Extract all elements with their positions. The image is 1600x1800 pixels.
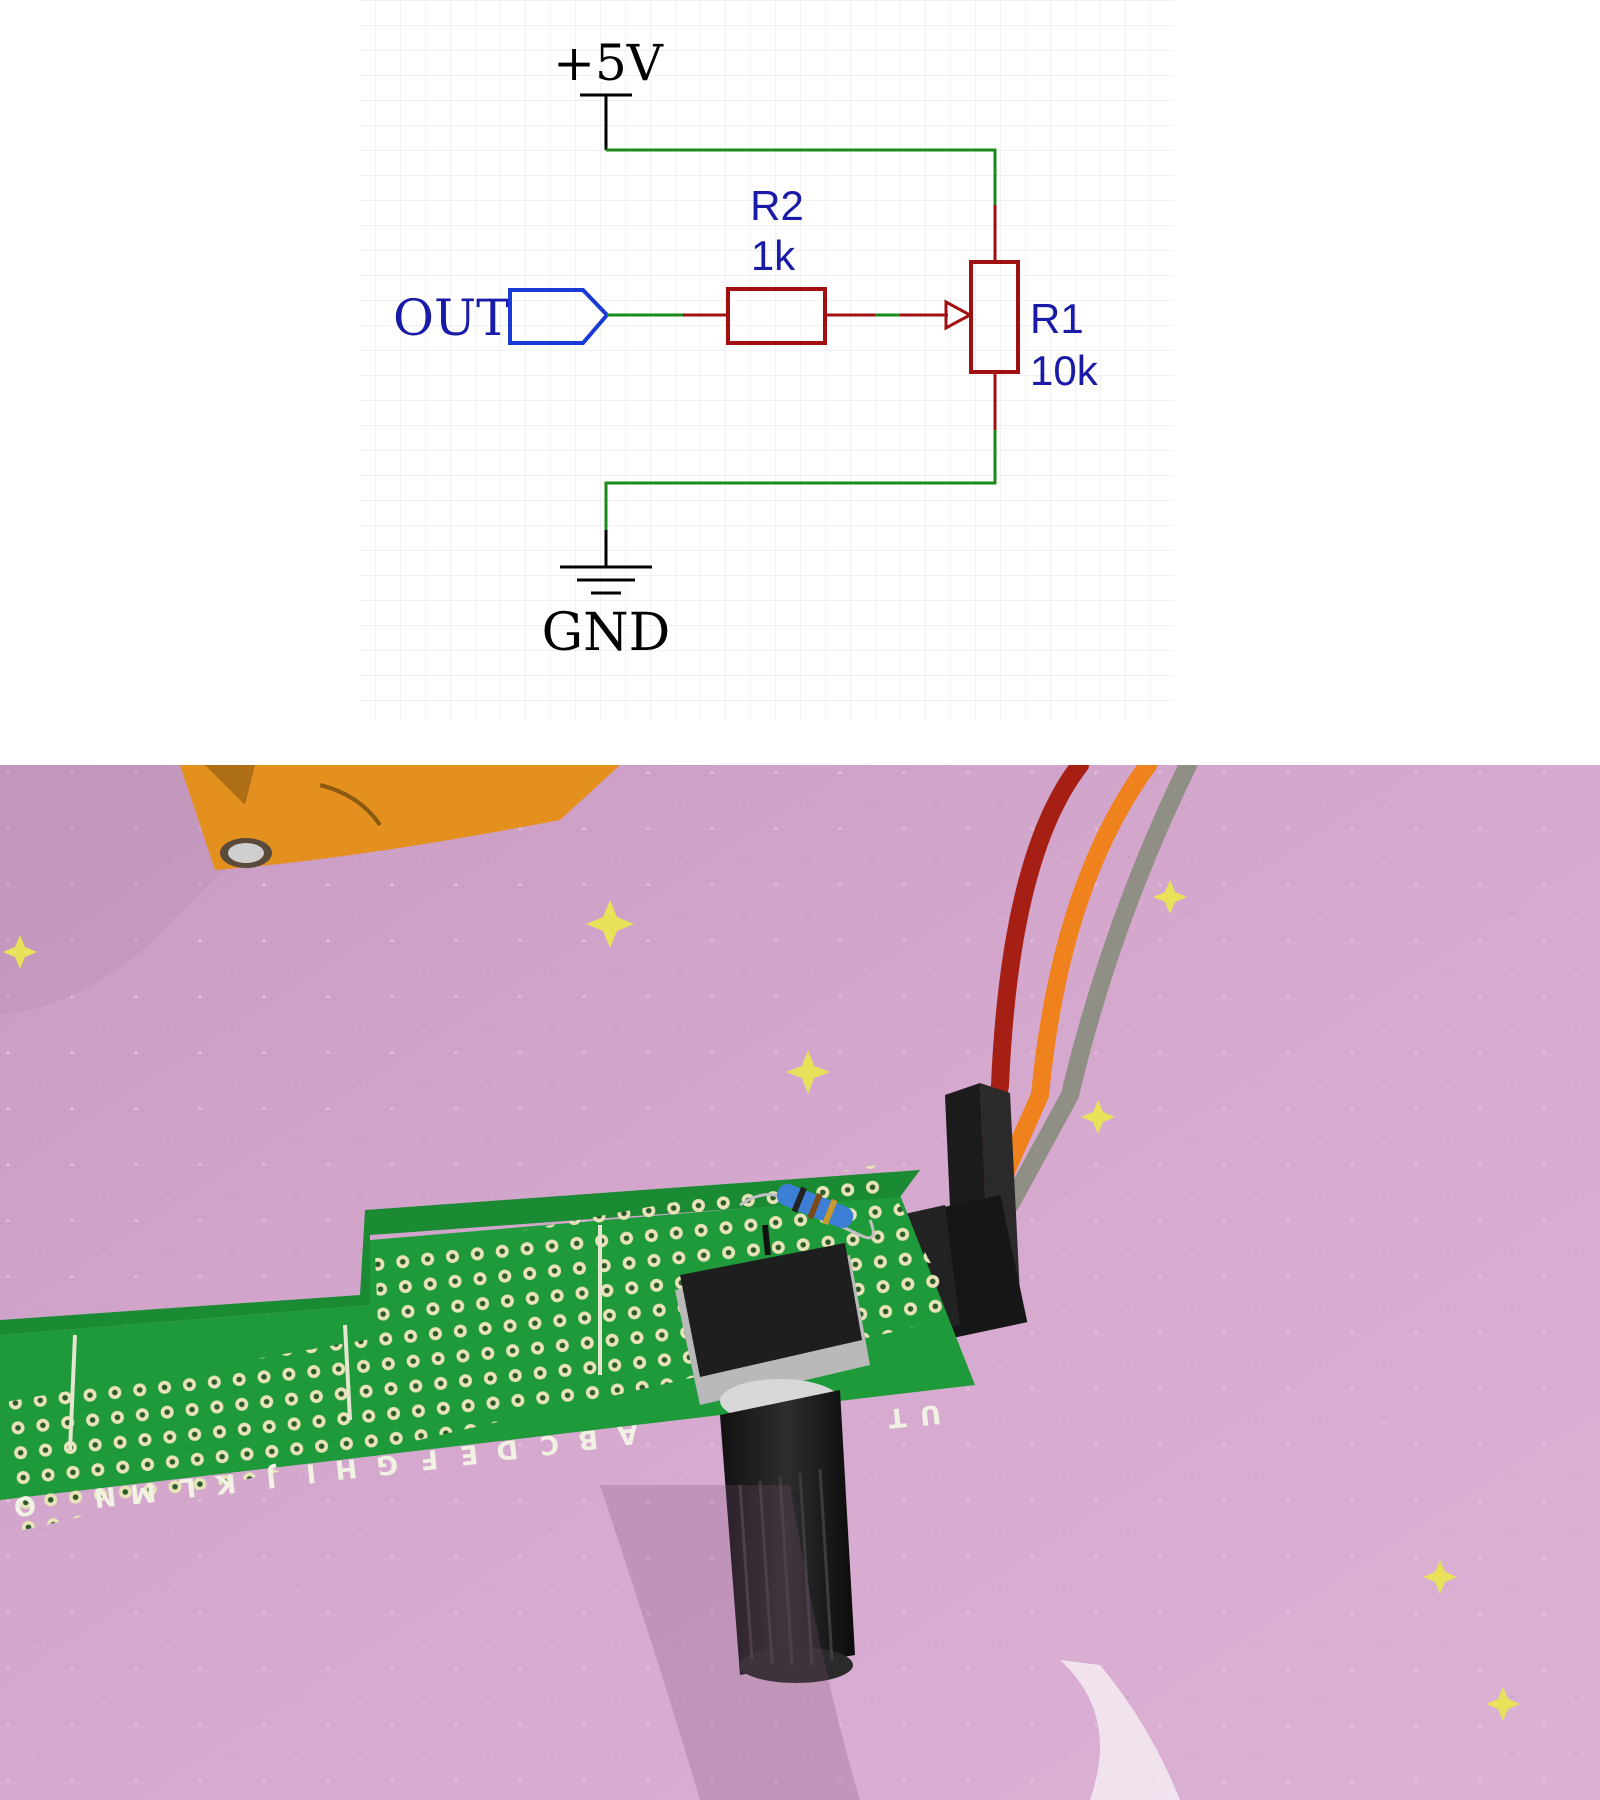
power-symbol-5v <box>580 93 632 150</box>
out-label: OUT <box>393 289 509 347</box>
pcb-row-labels: U T A B C D E F G H I J K L M N O <box>12 1398 942 1521</box>
pcb-letter: N <box>93 1480 118 1512</box>
breadboard-photo: U T A B C D E F G H I J K L M N O <box>0 765 1600 1800</box>
out-port <box>508 288 610 345</box>
pcb-letter: G <box>375 1448 399 1480</box>
orange-module <box>180 765 620 870</box>
power-label: +5V <box>553 34 664 92</box>
wire-5v-to-r1 <box>606 148 997 205</box>
resistor-component <box>739 1183 875 1240</box>
photo-illustration: U T A B C D E F G H I J K L M N O <box>0 765 1600 1800</box>
pcb-letter: J <box>265 1462 280 1493</box>
pcb-letter: H <box>334 1452 359 1484</box>
knob-icon <box>720 1390 855 1675</box>
pcb-letter: L <box>178 1471 198 1503</box>
r1-designator: R1 <box>1030 295 1084 342</box>
wiper-arrow-icon <box>944 299 974 331</box>
pcb-letter: U <box>918 1398 942 1430</box>
schematic-grid <box>360 0 1175 720</box>
pcb-letter: O <box>12 1489 37 1521</box>
pcb-letter: E <box>459 1438 480 1470</box>
ground-label: GND <box>542 603 671 663</box>
pcb-letter: F <box>419 1443 440 1475</box>
r2-value: 1k <box>751 232 796 279</box>
pcb-letter: I <box>305 1457 318 1488</box>
pcb-letter: M <box>129 1476 158 1509</box>
pcb-letter: D <box>495 1433 520 1465</box>
pcb-letter: K <box>213 1467 237 1499</box>
r1-value: 10k <box>1030 347 1099 394</box>
potentiometer-component <box>675 1224 870 1683</box>
fabric-star-decorations <box>3 880 1520 1721</box>
pcb-letter: T <box>886 1401 907 1433</box>
ground-symbol <box>560 530 652 595</box>
wire-r1-to-gnd <box>604 430 997 530</box>
pcb-letter: A <box>616 1418 639 1450</box>
schematic-panel: +5V R1 10k GND OUT R2 1k <box>0 0 1600 765</box>
pcb-letter: B <box>577 1423 600 1455</box>
r2-designator: R2 <box>750 182 804 229</box>
pcb-letter: C <box>538 1428 560 1460</box>
jumper-wires <box>976 765 1197 1214</box>
schematic-diagram: +5V R1 10k GND OUT R2 1k <box>360 0 1175 720</box>
